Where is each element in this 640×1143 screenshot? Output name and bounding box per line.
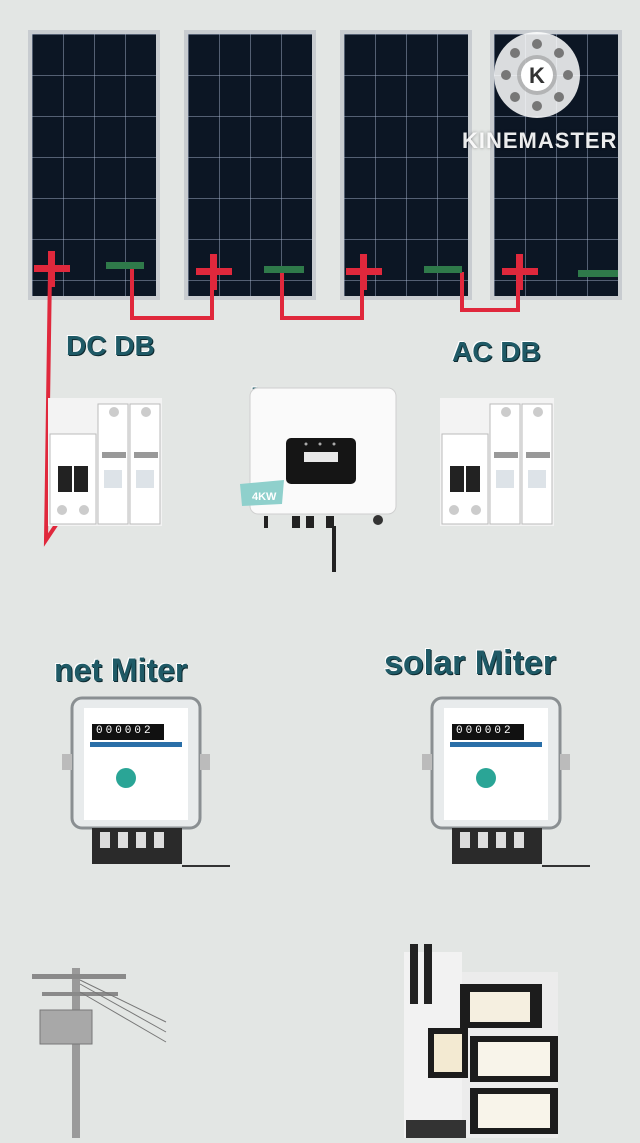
- solar-panel-3: [340, 30, 472, 300]
- building-icon: [404, 944, 564, 1138]
- kinemaster-logo: K: [494, 32, 580, 118]
- inverter-power-badge: 4KW: [252, 491, 277, 503]
- solar-meter-reading: 000002: [456, 725, 514, 737]
- minus-terminal-icon: [424, 266, 462, 273]
- solar-meter-label: solar Miter: [384, 644, 556, 682]
- svg-text:K: K: [529, 63, 545, 88]
- solar-panel-2: [184, 30, 316, 300]
- dc-db-label: DC DB: [66, 330, 155, 361]
- minus-terminal-icon: [264, 266, 304, 273]
- ac-db-label: AC DB: [452, 336, 541, 367]
- dc-distribution-box: [48, 398, 162, 526]
- minus-terminal-icon: [106, 262, 144, 269]
- net-energy-meter: [62, 696, 232, 872]
- plus-terminal-icon: [346, 254, 382, 290]
- utility-pole-icon: [28, 962, 168, 1138]
- solar-energy-meter: [422, 696, 592, 872]
- plus-terminal-icon: [196, 254, 232, 290]
- ac-distribution-box: [440, 398, 554, 526]
- kinemaster-watermark: KINEMASTER: [462, 128, 618, 153]
- net-meter-label: net Miter: [54, 652, 188, 688]
- net-meter-reading: 000002: [96, 725, 154, 737]
- inverter-icon: [240, 386, 400, 576]
- minus-terminal-icon: [578, 270, 618, 277]
- plus-terminal-icon: [502, 254, 538, 290]
- plus-terminal-icon: [34, 251, 70, 287]
